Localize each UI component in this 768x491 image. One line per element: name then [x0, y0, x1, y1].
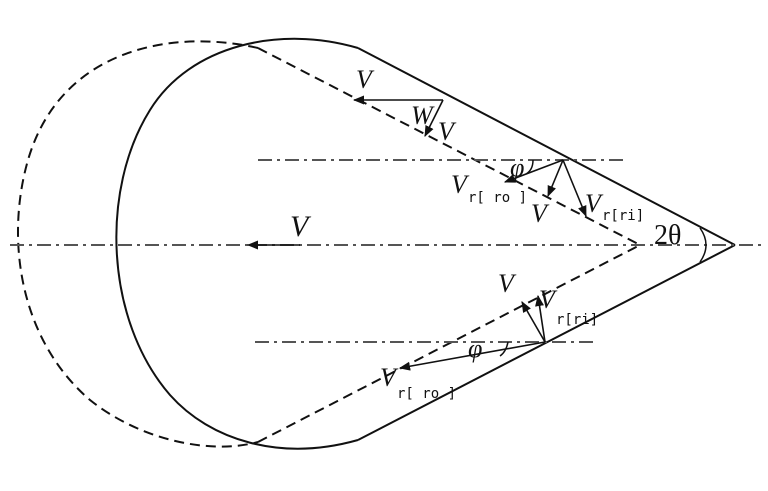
upper-vri-subscript: r[ri] [602, 208, 644, 224]
lower-vt-label: V [498, 269, 517, 298]
lower-ri-arrow [535, 294, 546, 343]
lower-ro-arrow [398, 341, 546, 371]
dashed-circle-arc [17, 40, 259, 448]
axis-velocity-label: V [290, 210, 312, 243]
upper-vro-subscript: r[ ro ] [468, 190, 527, 206]
upper-right-ri-arrow [562, 159, 587, 218]
two-theta-arc [699, 227, 707, 263]
dashed-shape [17, 40, 641, 448]
vectors [246, 95, 587, 371]
dashed-lower-cone-edge [257, 244, 641, 443]
upper-small-vt-label: V [438, 117, 457, 146]
upper-vt-label: V [531, 199, 550, 228]
two-theta-label: 2θ [654, 220, 681, 251]
dashed-upper-cone-edge [257, 47, 641, 246]
lower-phi-arc [499, 341, 509, 357]
upper-w-arrow [424, 99, 444, 138]
w-label: W [411, 101, 435, 130]
upper-velocity-label: V [356, 65, 375, 94]
angle-arcs [499, 159, 707, 357]
upper-vro-label: V [451, 170, 470, 199]
upper-right-t-arrow [547, 159, 564, 198]
lower-vro-label: V [380, 363, 399, 392]
upper-phi-arc [525, 159, 534, 175]
upper-vri-label: V [585, 189, 604, 218]
solid-circle-arc [115, 37, 359, 450]
lower-vro-subscript: r[ ro ] [397, 386, 456, 402]
solid-upper-cone-edge [357, 47, 736, 246]
lower-phi-label: φ [468, 334, 482, 363]
lower-vri-subscript: r[ri] [556, 312, 598, 328]
upper-phi-label: φ [510, 153, 524, 182]
centerlines [10, 159, 762, 343]
lower-t-arrow [521, 301, 546, 343]
upper-right-ro-arrow [503, 159, 564, 183]
lower-vri-label: V [539, 285, 558, 314]
